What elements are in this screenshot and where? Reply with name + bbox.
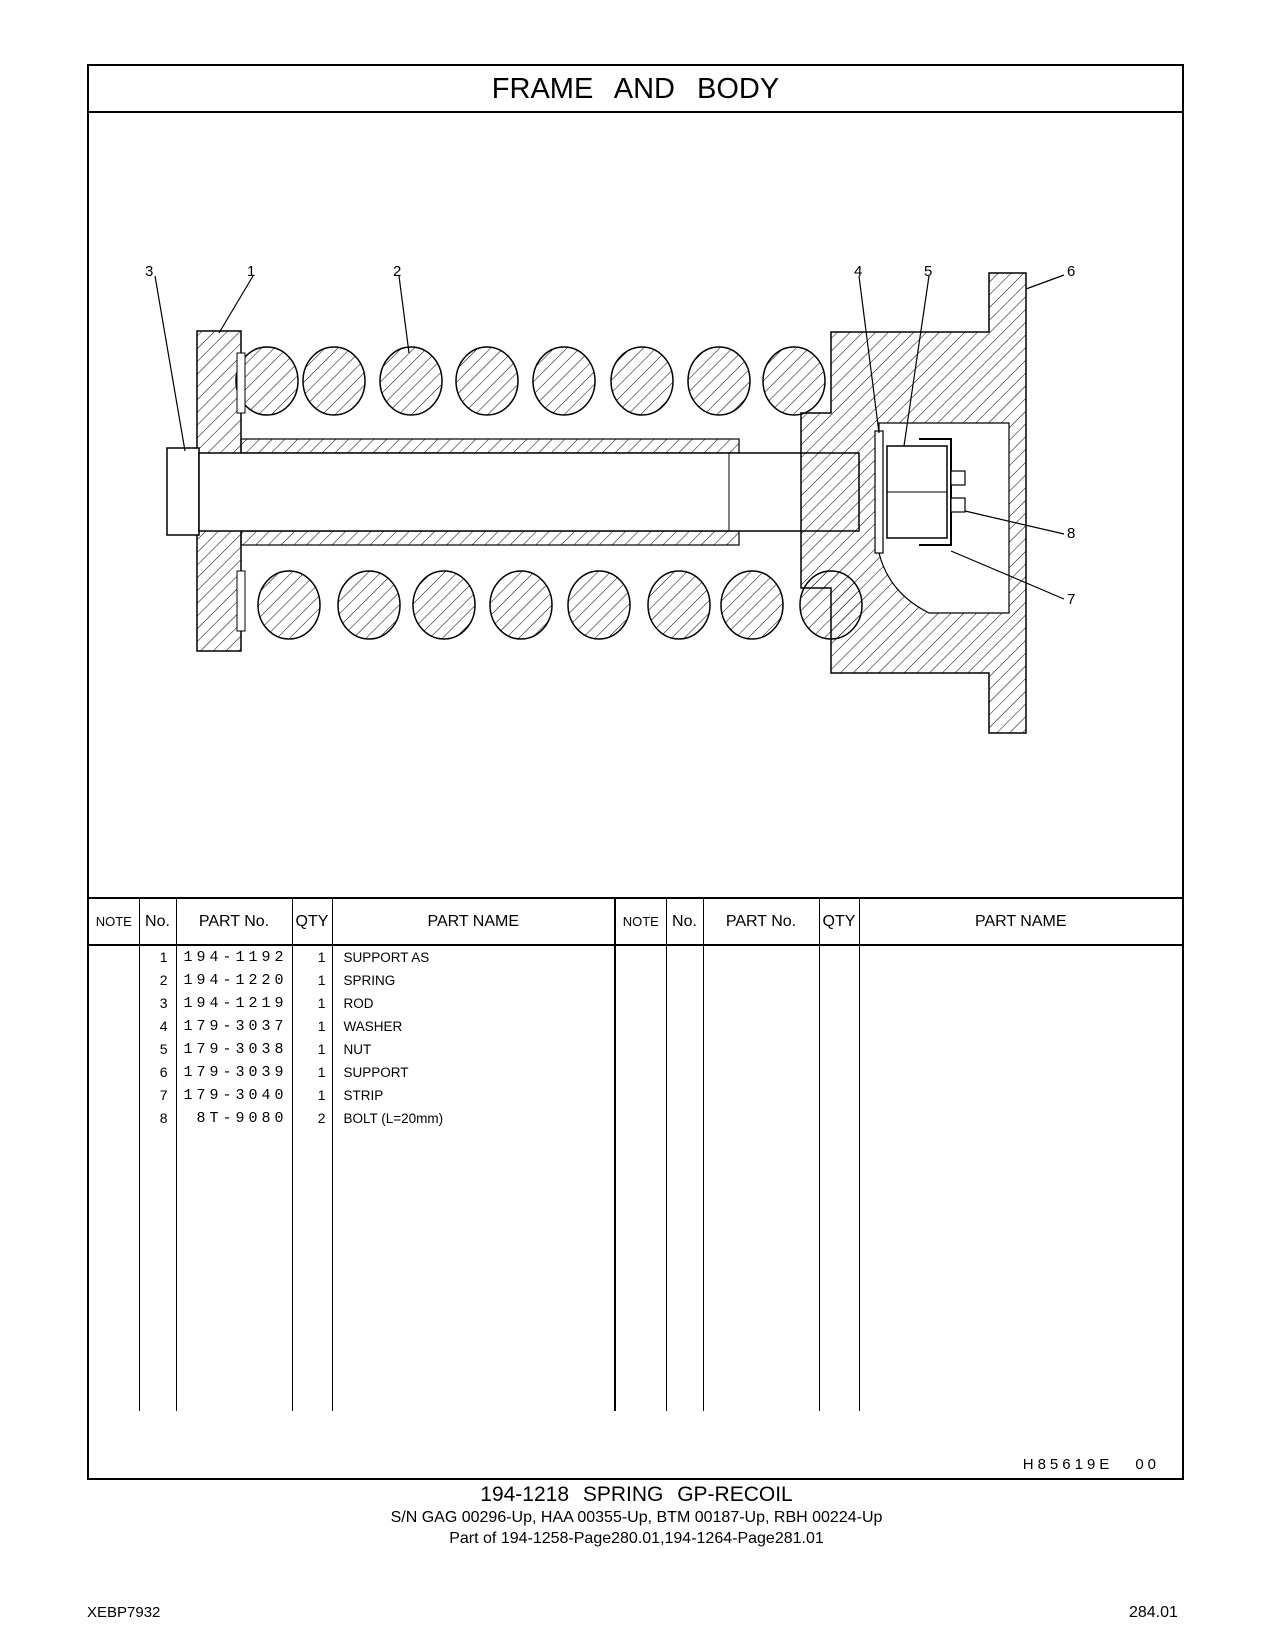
spring-coil: [567, 570, 631, 640]
exploded-diagram: 3 1 2 4 5 6 8 7: [89, 113, 1182, 897]
page-title: FRAME AND BODY: [89, 66, 1182, 113]
callout-6: 6: [1067, 263, 1075, 280]
header-part-name-right: PART NAME: [859, 897, 1182, 946]
part-name-column-right: [859, 945, 1182, 1411]
table-cell-no: 1: [159, 949, 168, 965]
table-cell-part_no: 179-3040: [183, 1087, 288, 1104]
header-qty-right: QTY: [819, 897, 860, 946]
table-cell-no: 2: [159, 972, 168, 988]
strip: [919, 438, 952, 546]
washer: [874, 430, 884, 554]
spring-coil: [337, 570, 401, 640]
table-cell-no: 6: [159, 1064, 168, 1080]
callout-7: 7: [1067, 591, 1075, 608]
spring-coil: [720, 570, 784, 640]
spring-coil: [647, 570, 711, 640]
spacer-tube-top: [240, 438, 740, 454]
drawing-code: H85619E 00: [1023, 1456, 1160, 1473]
spring-coil: [379, 346, 443, 416]
table-cell-qty: 1: [317, 1087, 326, 1103]
table-cell-no: 8: [159, 1110, 168, 1126]
no-column-right: [666, 945, 704, 1411]
part-of-reference: Part of 194-1258-Page280.01,194-1264-Pag…: [449, 1530, 824, 1547]
callout-4: 4: [854, 263, 862, 280]
table-cell-qty: 1: [317, 949, 326, 965]
table-cell-no: 7: [159, 1087, 168, 1103]
no-column: 1 2 3 4 5 6 7 8: [139, 945, 177, 1411]
note-column: [89, 945, 140, 1411]
serial-range: S/N GAG 00296-Up, HAA 00355-Up, BTM 0018…: [390, 1509, 883, 1526]
callout-3: 3: [145, 263, 153, 280]
callout-labels: 3 1 2 4 5 6 8 7: [145, 263, 1075, 608]
table-cell-part_no: 8T-9080: [196, 1110, 288, 1127]
spring-assembly-drawing: 3 1 2 4 5 6 8 7: [145, 263, 1075, 734]
table-cell-name: WASHER: [343, 1019, 403, 1034]
callout-8: 8: [1067, 525, 1075, 542]
part-no-column-right: [703, 945, 820, 1411]
table-cell-qty: 1: [317, 1018, 326, 1034]
table-cell-no: 5: [159, 1041, 168, 1057]
table-cell-name: ROD: [343, 996, 374, 1011]
rod-head: [166, 447, 200, 536]
table-cell-part_no: 179-3037: [183, 1018, 288, 1035]
table-cell-no: 3: [159, 995, 168, 1011]
spring-coil: [257, 570, 321, 640]
table-cell-part_no: 194-1220: [183, 972, 288, 989]
spring-coil: [302, 346, 366, 416]
table-cell-qty: 1: [317, 972, 326, 988]
parts-table: NOTE No. PART No. QTY PART NAME NOTE No.…: [89, 897, 1182, 1411]
table-cell-part_no: 179-3038: [183, 1041, 288, 1058]
table-cell-name: STRIP: [343, 1088, 384, 1103]
spring-coil: [762, 346, 826, 416]
bolt-bottom: [950, 497, 966, 513]
qty-column: 1 1 1 1 1 1 1 2: [292, 945, 333, 1411]
spacer-tube-bottom: [240, 530, 740, 546]
table-cell-qty: 2: [317, 1110, 326, 1126]
bolt-top: [950, 470, 966, 486]
callout-5: 5: [924, 263, 932, 280]
header-part-name: PART NAME: [332, 897, 616, 946]
header-part-no-right: PART No.: [703, 897, 820, 946]
header-qty: QTY: [292, 897, 333, 946]
header-no: No.: [139, 897, 177, 946]
header-note: NOTE: [89, 897, 140, 946]
part-name-column: SUPPORT AS SPRING ROD WASHER NUT SUPPORT STRIP…: [332, 945, 616, 1411]
table-cell-part_no: 179-3039: [183, 1064, 288, 1081]
table-cell-no: 4: [159, 1018, 168, 1034]
table-cell-name: SUPPORT: [343, 1065, 409, 1080]
callout-1: 1: [247, 263, 255, 280]
note-column-right: [615, 945, 667, 1411]
table-cell-qty: 1: [317, 1064, 326, 1080]
spring-coil: [687, 346, 751, 416]
page-number: 284.01: [1129, 1604, 1178, 1621]
spring-coil: [532, 346, 596, 416]
table-cell-name: SPRING: [343, 973, 396, 988]
header-no-right: No.: [666, 897, 704, 946]
document-number: XEBP7932: [87, 1604, 161, 1621]
leader-lines: [154, 274, 1065, 600]
table-cell-part_no: 194-1192: [183, 949, 288, 966]
table-cell-name: BOLT (L=20mm): [343, 1111, 444, 1126]
assembly-title: 194-1218 SPRING GP-RECOIL: [480, 1483, 793, 1506]
rod: [198, 452, 860, 532]
spring-coils-bottom: [257, 570, 863, 640]
spring-coils-top: [235, 346, 826, 416]
spring-coil: [489, 570, 553, 640]
spring-coil: [412, 570, 476, 640]
table-cell-part_no: 194-1219: [183, 995, 288, 1012]
spring-coil: [610, 346, 674, 416]
qty-column-right: [819, 945, 860, 1411]
part-no-column: 194-1192 194-1220 194-1219 179-3037 179-3038…: [176, 945, 293, 1411]
callout-2: 2: [393, 263, 401, 280]
table-cell-name: SUPPORT AS: [343, 950, 430, 965]
drawing-code-id: H85619E: [1022, 1456, 1114, 1473]
table-cell-qty: 1: [317, 1041, 326, 1057]
header-note-right: NOTE: [615, 897, 667, 946]
parts-page-frame: FRAME AND BODY: [87, 64, 1184, 1480]
spring-coil: [455, 346, 519, 416]
table-cell-qty: 1: [317, 995, 326, 1011]
drawing-code-rev: 00: [1135, 1456, 1160, 1473]
header-part-no: PART No.: [176, 897, 293, 946]
table-cell-name: NUT: [343, 1042, 372, 1057]
